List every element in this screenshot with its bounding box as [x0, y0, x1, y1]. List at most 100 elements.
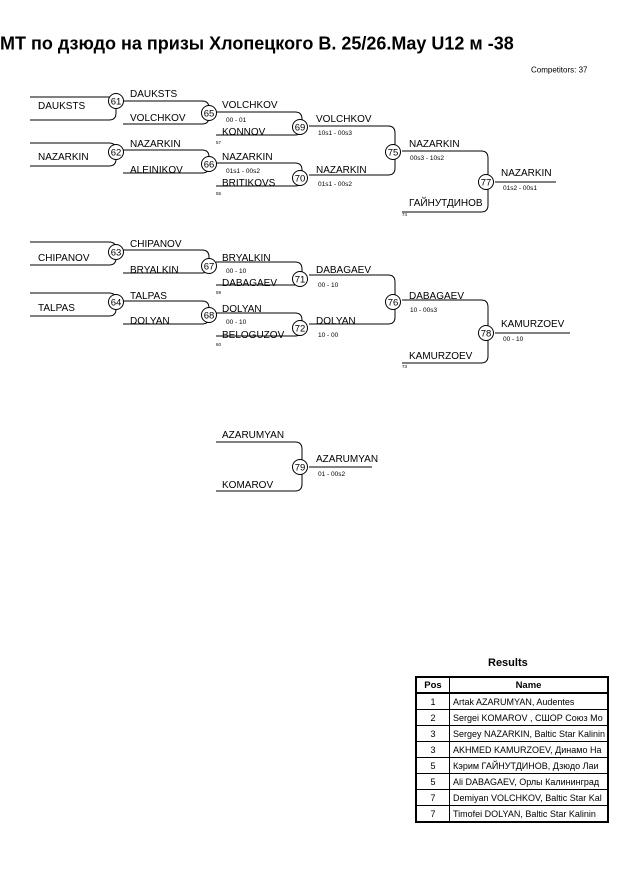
match-number: 77 [481, 178, 492, 189]
table-row: 5 Кэрим ГАЙНУТДИНОВ, Дзюдо Лаи [415, 757, 609, 774]
match-score: 10 - 00s3 [410, 307, 437, 314]
results-header-row: Pos Name [415, 676, 609, 694]
match-node: 68 [201, 307, 217, 323]
bracket-entry: BRYALKIN [222, 253, 271, 264]
match-node: 69 [292, 119, 308, 135]
bracket-entry: DOLYAN [316, 316, 356, 327]
result-pos: 1 [415, 692, 450, 710]
match-number: 70 [295, 174, 306, 185]
bracket-entry: VOLCHKOV [222, 100, 278, 111]
time-mark: 57 [216, 140, 222, 145]
column-header-name: Name [449, 676, 609, 694]
competitors-count: Competitors: 37 [531, 65, 588, 75]
bracket-entry: NAZARKIN [409, 139, 460, 150]
result-name: Demiyan VOLCHKOV, Baltic Star Kal [449, 789, 609, 806]
bracket-entry: DAUKSTS [130, 89, 178, 100]
match-node: 76 [385, 294, 401, 310]
match-number: 76 [388, 298, 399, 309]
bracket-entry: AZARUMYAN [316, 454, 378, 465]
bracket-entry: CHIPANOV [130, 239, 182, 250]
bracket-entry: TALPAS [130, 291, 167, 302]
bracket-entry: KOMAROV [222, 480, 273, 491]
table-row: 3 Sergey NAZARKIN, Baltic Star Kalinin [415, 725, 609, 742]
bracket-entry: NAZARKIN [38, 152, 89, 163]
table-row: 7 Timofei DOLYAN, Baltic Star Kalinin [415, 805, 609, 823]
match-number: 71 [295, 275, 306, 286]
result-name: Sergei KOMAROV , СШОР Союз Мо [449, 709, 609, 726]
match-number: 75 [388, 148, 399, 159]
results-title: Results [488, 657, 528, 669]
result-name: Кэрим ГАЙНУТДИНОВ, Дзюдо Лаи [449, 757, 609, 774]
column-header-pos: Pos [415, 676, 450, 694]
result-pos: 2 [415, 709, 450, 726]
match-number: 78 [481, 329, 492, 340]
match-number: 63 [111, 248, 122, 259]
match-node: 75 [385, 144, 401, 160]
bracket-entry: NAZARKIN [501, 168, 552, 179]
result-name: AKHMED KAMURZOEV, Динамо На [449, 741, 609, 758]
bracket-entry: KONNOV [222, 127, 266, 138]
match-score: 01s2 - 00s1 [503, 185, 537, 192]
table-row: 2 Sergei KOMAROV , СШОР Союз Мо [415, 709, 609, 726]
bracket-entry: CHIPANOV [38, 253, 90, 264]
bracket-entry: DABAGAEV [316, 265, 371, 276]
result-name: Ali DABAGAEV, Орлы Калининград [449, 773, 609, 790]
bracket-entry: KAMURZOEV [409, 351, 473, 362]
table-row: 1 Artak AZARUMYAN, Audentes [415, 692, 609, 710]
bracket-entry: VOLCHKOV [130, 113, 186, 124]
bracket-entry: NAZARKIN [130, 139, 181, 150]
time-mark: 74 [402, 212, 408, 217]
match-score: 01s1 - 00s2 [226, 168, 260, 175]
page-title: МТ по дзюдо на призы Хлопецкого В. 25/26… [0, 33, 514, 54]
match-score: 00 - 10 [318, 282, 339, 289]
match-score: 00 - 10 [503, 336, 524, 343]
result-name: Sergey NAZARKIN, Baltic Star Kalinin [449, 725, 609, 742]
bracket-entry: DOLYAN [130, 316, 170, 327]
match-number: 79 [295, 463, 306, 474]
bracket-entry: DABAGAEV [409, 291, 464, 302]
match-number: 72 [295, 324, 306, 335]
result-name: Timofei DOLYAN, Baltic Star Kalinin [449, 805, 609, 823]
bracket-entry: BRYALKIN [130, 265, 179, 276]
match-node: 62 [108, 144, 124, 160]
match-number: 69 [295, 123, 306, 134]
match-number: 66 [204, 160, 215, 171]
bracket-entry: ALEINIKOV [130, 165, 183, 176]
result-pos: 5 [415, 773, 450, 790]
match-node: 79 [292, 459, 308, 475]
table-row: 3 AKHMED KAMURZOEV, Динамо На [415, 741, 609, 758]
match-score: 10 - 00 [318, 332, 339, 339]
match-score: 00s3 - 10s2 [410, 155, 444, 162]
match-number: 64 [111, 298, 122, 309]
match-node: 71 [292, 271, 308, 287]
table-row: 5 Ali DABAGAEV, Орлы Калининград [415, 773, 609, 790]
result-name: Artak AZARUMYAN, Audentes [449, 692, 609, 710]
time-mark: 73 [402, 364, 408, 369]
match-node: 77 [478, 174, 494, 190]
results-table: Pos Name 1 Artak AZARUMYAN, Audentes 2 S… [415, 676, 609, 823]
match-number: 65 [204, 109, 215, 120]
result-pos: 7 [415, 805, 450, 823]
table-row: 7 Demiyan VOLCHKOV, Baltic Star Kal [415, 789, 609, 806]
match-number: 62 [111, 148, 122, 159]
match-node: 70 [292, 170, 308, 186]
match-number: 61 [111, 97, 122, 108]
bracket-entry: DAUKSTS [38, 101, 86, 112]
match-node: 66 [201, 156, 217, 172]
result-pos: 3 [415, 741, 450, 758]
bracket-entry: BRITIKOVS [222, 178, 276, 189]
time-mark: 60 [216, 342, 222, 347]
match-number: 67 [204, 262, 215, 273]
match-score: 01s1 - 00s2 [318, 181, 352, 188]
bracket-entry: BELOGUZOV [222, 330, 285, 341]
bracket-entry: KAMURZOEV [501, 319, 565, 330]
match-node: 67 [201, 258, 217, 274]
bracket-entry: AZARUMYAN [222, 430, 284, 441]
match-score: 00 - 10 [226, 268, 247, 275]
bracket-entry: DABAGAEV [222, 278, 277, 289]
match-score: 00 - 10 [226, 319, 247, 326]
match-score: 00 - 01 [226, 117, 247, 124]
result-pos: 7 [415, 789, 450, 806]
bracket-entry: VOLCHKOV [316, 114, 372, 125]
